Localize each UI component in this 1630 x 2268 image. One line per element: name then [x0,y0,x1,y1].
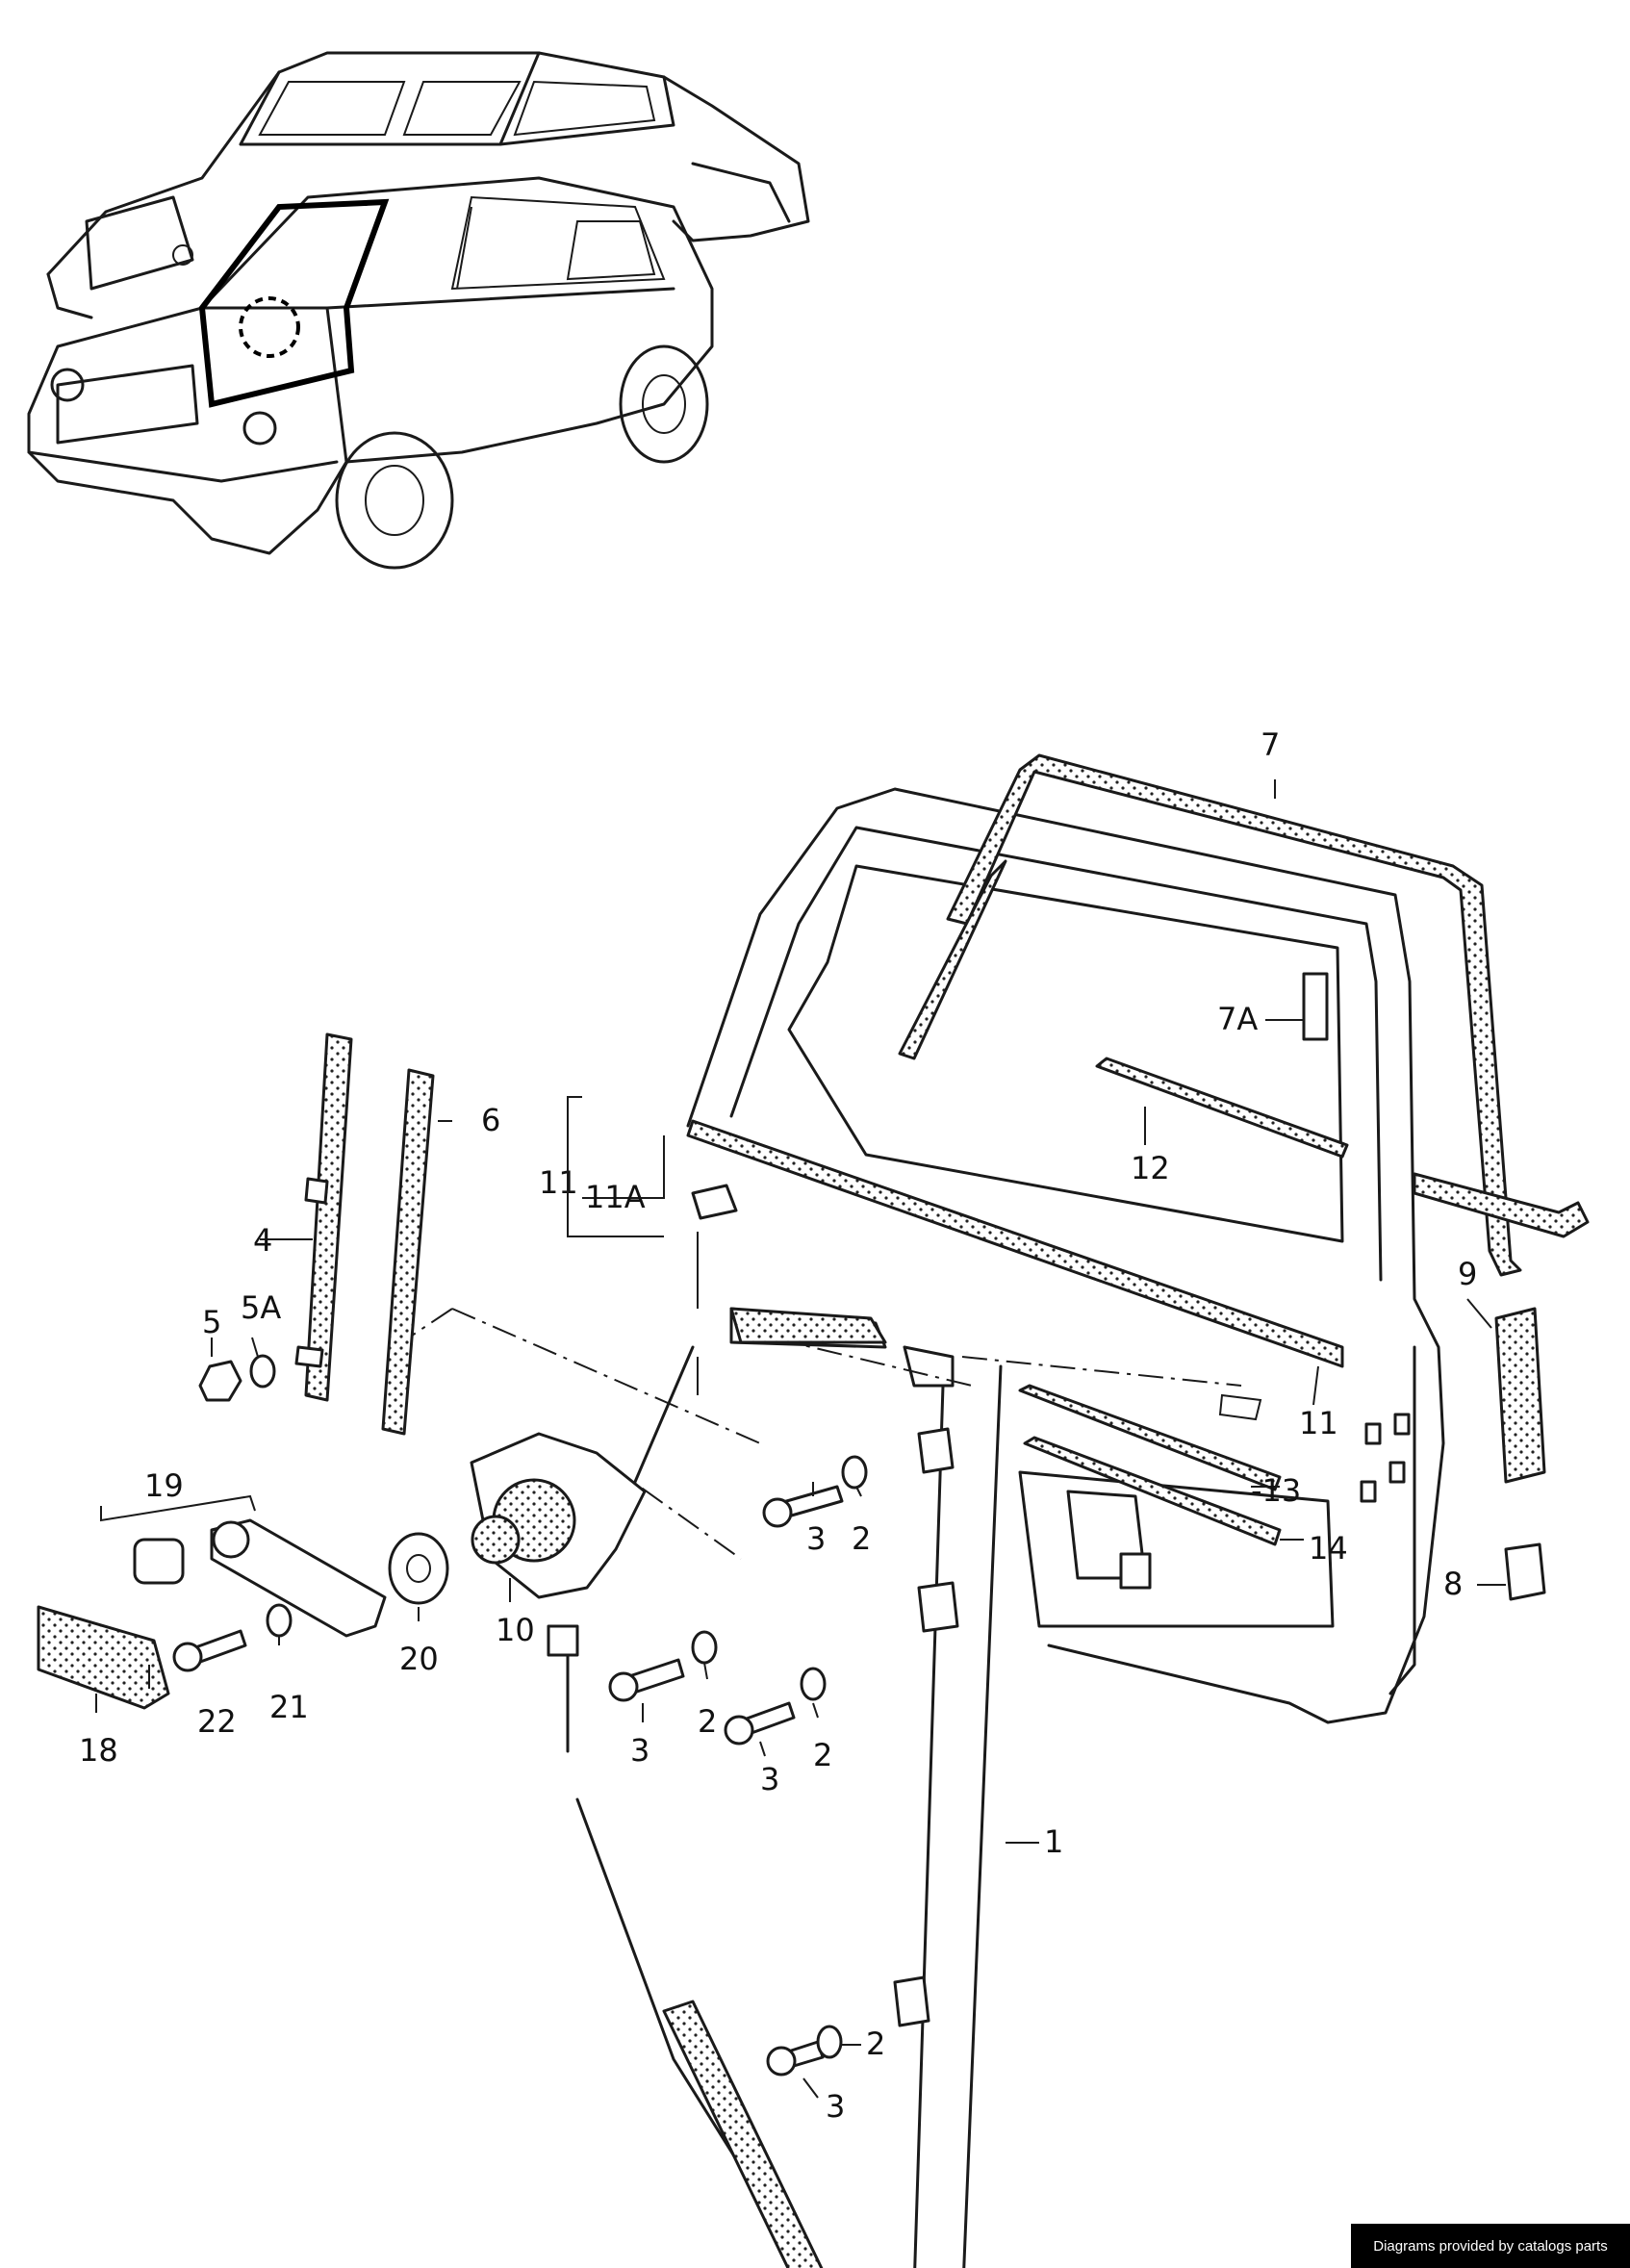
hatchback-outline [27,176,714,570]
bolts-and-washers [608,1455,868,2077]
crank-knob-19 [133,1538,185,1585]
callout-3: 3 [826,2088,845,2125]
vehicle-overview-illustration [27,51,810,570]
callout-7A: 7A [1217,1001,1258,1037]
callout-11: 11 [1299,1405,1338,1441]
seals [37,753,1590,1710]
guide-rail-6 [381,1068,435,1436]
callout-6: 6 [481,1102,500,1138]
callout-11: 11 [539,1164,578,1201]
callout-7: 7 [1261,726,1280,763]
callout-20: 20 [399,1641,439,1677]
window-regulator-assembly [133,1307,1003,2268]
strip-13 [1018,1384,1282,1491]
callout-3: 3 [760,1761,779,1797]
inner-strip-12 [1095,1057,1349,1159]
sedan-outline [46,51,810,319]
callout-13: -13 [1251,1472,1301,1509]
guide-rail-4 [304,1032,353,1402]
clip-8 [1504,1542,1546,1601]
washer-21 [266,1603,293,1638]
callout-1: 1 [1044,1823,1063,1860]
assembly-lines [394,1232,1242,1560]
callout-21: 21 [269,1689,309,1725]
trim-strip-18 [37,1605,170,1710]
cable-guide-bottom [662,2000,824,2268]
callout-10: 10 [496,1612,535,1648]
washer-5A [249,1354,276,1389]
callout-19: 19 [144,1467,184,1504]
callout-9: 9 [1458,1256,1477,1292]
callout-2: 2 [698,1703,717,1740]
callout-2: 2 [866,2026,885,2062]
escutcheon-20 [388,1532,449,1605]
callout-4: 4 [253,1222,272,1259]
crank-arm-19 [210,1518,387,1638]
callout-2: 2 [813,1737,832,1773]
callout-12: 12 [1131,1150,1170,1186]
callout-8: 8 [1443,1566,1463,1602]
credit-label: Diagrams provided by catalogs parts [1351,2224,1630,2268]
callout-3: 3 [630,1732,649,1769]
callout-5: 5 [202,1304,221,1340]
clip-11A [691,1184,738,1220]
callout-5A: 5A [241,1289,281,1326]
callout-2: 2 [852,1520,871,1557]
callout-14: 14 [1309,1530,1348,1567]
callout-labels: 1 2 2 2 2 3 3 3 3 4 5 5A 6 7 7A 8 9 10 1… [79,726,1477,2125]
seal-block-9 [1494,1307,1546,1484]
cable-guide-top [729,1307,887,1344]
callout-3: 3 [806,1520,826,1557]
callout-18: 18 [79,1732,118,1769]
clip-7A [1302,972,1329,1041]
bracket-11 [567,1096,582,1237]
nut-5 [198,1360,242,1402]
door-shell [686,787,1445,1724]
callout-22: 22 [197,1703,237,1740]
callout-leaders [95,779,1506,2099]
waist-seal-11 [686,1119,1344,1368]
strip-14 [1023,1436,1282,1546]
callout-11A: 11A [585,1179,646,1215]
highlighted-door-outline [198,198,390,408]
